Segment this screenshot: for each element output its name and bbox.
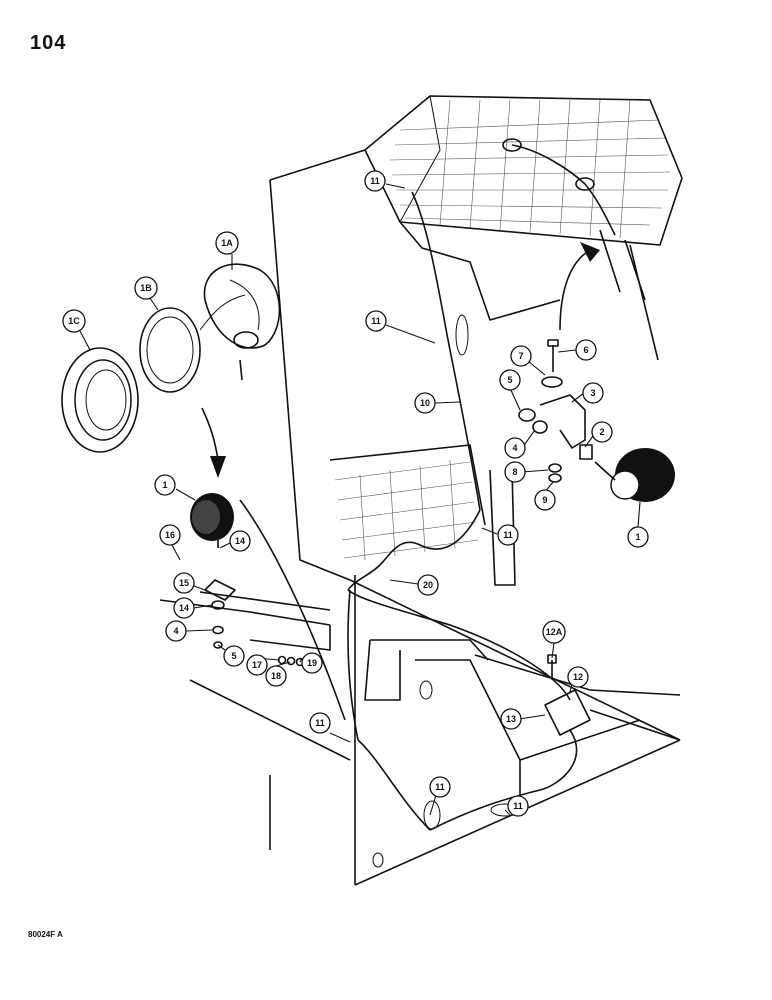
callout-7: 7	[510, 345, 532, 367]
grated-step	[364, 95, 683, 361]
callout-1-left: 1	[154, 474, 176, 496]
callout-1-right: 1	[627, 526, 649, 548]
callout-8: 8	[504, 461, 526, 483]
callout-14-lower: 14	[173, 597, 195, 619]
callout-13: 13	[500, 708, 522, 730]
gasket-ring	[61, 347, 139, 453]
svg-text:1: 1	[635, 532, 640, 542]
svg-text:1: 1	[162, 480, 167, 490]
callout-11-top: 11	[364, 170, 386, 192]
svg-text:11: 11	[370, 176, 380, 186]
svg-text:11: 11	[435, 782, 445, 792]
svg-text:4: 4	[512, 443, 517, 453]
callout-5-right: 5	[499, 369, 521, 391]
callout-4-left: 4	[165, 620, 187, 642]
callout-9: 9	[534, 489, 556, 511]
callout-1b: 1B	[134, 276, 158, 300]
callout-15: 15	[173, 572, 195, 594]
svg-text:3: 3	[590, 388, 595, 398]
svg-text:11: 11	[513, 801, 523, 811]
svg-text:1B: 1B	[140, 283, 152, 293]
switch-assembly	[544, 654, 591, 736]
svg-text:7: 7	[518, 351, 523, 361]
callout-1a: 1A	[215, 231, 239, 255]
callout-4-right: 4	[504, 437, 526, 459]
page-number: 104	[30, 32, 67, 54]
svg-text:11: 11	[503, 530, 513, 540]
svg-text:14: 14	[235, 536, 245, 546]
callout-11-bottom-mid: 11	[429, 776, 451, 798]
svg-text:12A: 12A	[546, 627, 563, 637]
arrows	[201, 242, 600, 478]
callout-10: 10	[414, 392, 436, 414]
svg-text:6: 6	[583, 345, 588, 355]
callout-19: 19	[301, 652, 323, 674]
callout-18: 18	[265, 665, 287, 687]
callout-3: 3	[582, 382, 604, 404]
svg-text:20: 20	[423, 580, 433, 590]
light-left	[190, 493, 305, 667]
callout-11-bottom-left: 11	[309, 712, 331, 734]
light-assembly-exploded	[61, 263, 281, 453]
svg-text:11: 11	[371, 316, 381, 326]
svg-text:13: 13	[506, 714, 516, 724]
frame-outline	[159, 149, 681, 886]
svg-text:5: 5	[231, 651, 236, 661]
svg-text:8: 8	[512, 467, 517, 477]
svg-text:12: 12	[573, 672, 583, 682]
callout-12a: 12A	[542, 620, 566, 644]
callout-11-mid: 11	[365, 310, 387, 332]
svg-text:19: 19	[307, 658, 317, 668]
callout-6: 6	[575, 339, 597, 361]
svg-text:5: 5	[507, 375, 512, 385]
callout-17: 17	[246, 654, 268, 676]
callout-14-upper: 14	[229, 530, 251, 552]
callout-11-bottom-right: 11	[507, 795, 529, 817]
svg-text:10: 10	[420, 398, 430, 408]
callout-5-left: 5	[223, 645, 245, 667]
svg-text:1C: 1C	[68, 316, 80, 326]
callout-20: 20	[417, 574, 439, 596]
svg-text:11: 11	[315, 718, 325, 728]
callout-11-frame: 11	[497, 524, 519, 546]
svg-text:9: 9	[542, 495, 547, 505]
svg-text:18: 18	[271, 671, 281, 681]
svg-text:15: 15	[179, 578, 189, 588]
svg-text:1A: 1A	[221, 238, 233, 248]
callout-2: 2	[591, 421, 613, 443]
svg-text:17: 17	[252, 660, 262, 670]
callout-12: 12	[567, 666, 589, 688]
wiring-harness	[239, 191, 578, 831]
svg-text:4: 4	[173, 626, 178, 636]
callout-1c: 1C	[62, 309, 86, 333]
figure-code: 80024F A	[28, 930, 63, 939]
svg-text:16: 16	[165, 530, 175, 540]
callout-16: 16	[159, 524, 181, 546]
svg-text:2: 2	[599, 427, 604, 437]
leader-lines	[79, 183, 641, 816]
light-right-bracket	[518, 339, 675, 502]
svg-text:14: 14	[179, 603, 189, 613]
